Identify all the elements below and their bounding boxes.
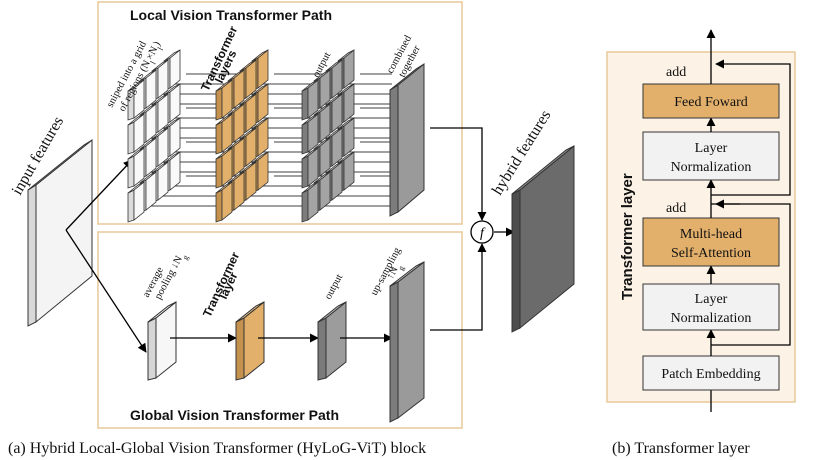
combined-slab [389,62,425,217]
avg-pool-block [147,300,177,381]
output-patch-0-0 [301,79,319,121]
upsample-label-2: ↑Ng [385,261,406,283]
caption-a: (a) Hybrid Local-Global Vision Transform… [8,440,426,457]
mha-text-1: Multi-head [680,227,742,242]
region-patch-1-0 [127,113,145,155]
transformer-block-0-0 [215,79,233,121]
residual-1 [711,203,791,346]
output-patch-2-0 [301,147,319,189]
patch-embedding-text: Patch Embedding [661,367,760,382]
output-patch-1-0 [301,113,319,155]
transformer-block-3-0 [215,181,233,223]
input-features-slab [27,138,93,327]
region-patch-0-0 [127,79,145,121]
region-patch-2-0 [127,147,145,189]
transformer-block-1-3 [251,83,269,125]
fuse-symbol: f [480,226,486,241]
layer-norm-2-text-a: Layer [695,292,728,307]
region-patch-0-1 [139,69,157,111]
region-grid [127,49,181,223]
layer-norm-2-text-b: Normalization [671,311,752,326]
global-path-title: Global Vision Transformer Path [130,407,339,423]
fuse-node [470,220,494,244]
region-patch-3-0 [127,181,145,223]
patch-embedding-box [642,355,780,391]
transformer-layer-side-title: Transformer layer [619,173,636,300]
layer-norm-1-text-b: Normalization [671,160,752,175]
local-to-fuse-line [430,127,487,221]
transformer-block-2-0 [215,147,233,189]
region-patch-0-2 [151,59,169,101]
transformer-block-1-0 [215,113,233,155]
global-output-block [317,300,347,381]
mha-box [642,217,780,267]
output-patch-3-0 [301,181,319,223]
caption-b: (b) Transformer layer [612,440,750,457]
layer-norm-2-box [642,283,780,331]
mha-text-2: Self-Attention [671,246,751,261]
local-path-title: Local Vision Transformer Path [130,7,332,23]
output-patch-0-1 [313,69,331,111]
region-patch-1-1 [139,103,157,145]
add-top-label: add [666,65,686,80]
hybrid-features-slab [511,144,575,333]
global-to-fuse-line [430,243,487,331]
split-arrow-local [65,159,133,231]
transformer-layers-grid [215,49,269,223]
feed-forward-text: Feed Foward [674,95,748,110]
split-arrow-global [65,229,147,353]
layer-norm-1-text-a: Layer [695,141,728,156]
output-patch-2-2 [325,127,343,169]
add-mid-label: add [666,201,686,216]
global-transformer-block [235,300,265,381]
upsample-slab [389,260,425,423]
local-output-grid [301,49,355,223]
layer-norm-1-box [642,131,780,181]
residual-2 [711,59,791,196]
